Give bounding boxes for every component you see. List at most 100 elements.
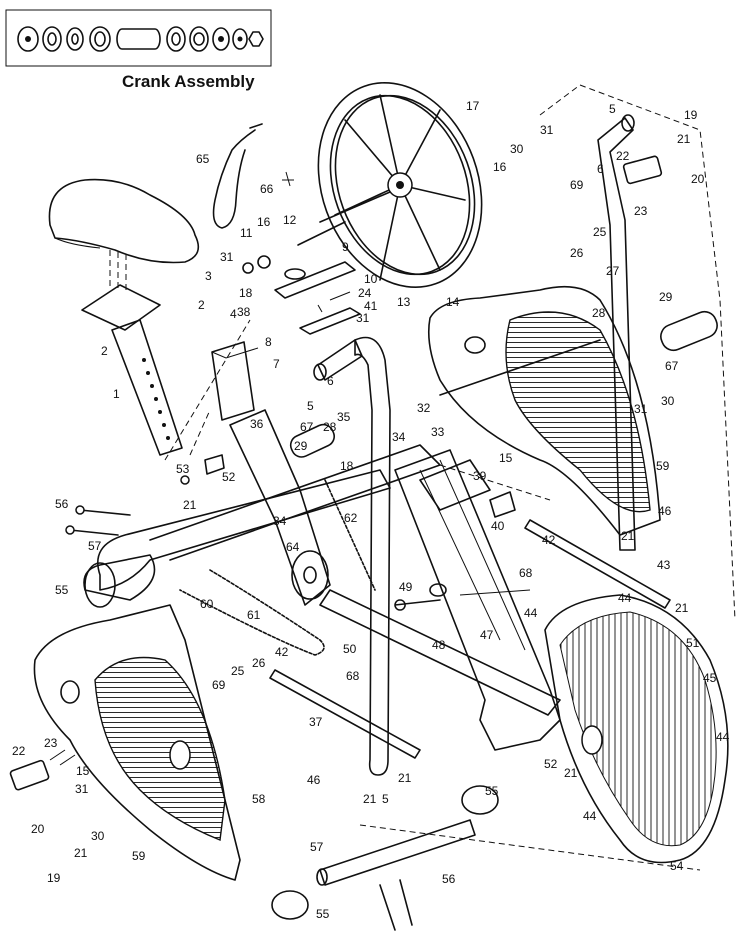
part-callout-6: 6 <box>597 162 604 176</box>
part-callout-39: 39 <box>473 469 487 483</box>
part-callout-67: 67 <box>300 420 314 434</box>
part-callout-8: 8 <box>265 335 272 349</box>
part-callout-26: 26 <box>252 656 266 670</box>
part-callout-53: 53 <box>176 462 190 476</box>
part-callout-42: 42 <box>275 645 289 659</box>
part-callout-5: 5 <box>609 102 616 116</box>
part-callout-31: 31 <box>220 250 234 264</box>
right-handlebar <box>597 114 718 551</box>
part-callout-3: 3 <box>205 269 212 283</box>
part-callout-15: 15 <box>76 764 90 778</box>
part-callout-32: 32 <box>417 401 431 415</box>
part-callout-44: 44 <box>583 809 597 823</box>
part-callout-19: 19 <box>684 108 698 122</box>
part-callout-2: 2 <box>101 344 108 358</box>
part-callout-46: 46 <box>658 504 672 518</box>
part-callout-59: 59 <box>656 459 670 473</box>
assembly-guides <box>359 84 736 871</box>
part-callout-36: 36 <box>250 417 264 431</box>
part-callout-44: 44 <box>618 591 632 605</box>
right-shroud <box>427 285 661 536</box>
part-callout-52: 52 <box>222 470 236 484</box>
part-callout-34: 34 <box>392 430 406 444</box>
part-callout-28: 28 <box>592 306 606 320</box>
part-callout-31: 31 <box>634 402 648 416</box>
part-callout-13: 13 <box>397 295 411 309</box>
part-callout-26: 26 <box>570 246 584 260</box>
stabilizer-link <box>269 669 421 759</box>
part-callout-50: 50 <box>343 642 357 656</box>
part-callout-22: 22 <box>616 149 630 163</box>
part-callout-28: 28 <box>323 420 337 434</box>
part-callout-21: 21 <box>675 601 689 615</box>
part-callout-21: 21 <box>398 771 412 785</box>
front-axle <box>271 785 499 931</box>
part-callout-22: 22 <box>12 744 26 758</box>
front-fan-housing <box>544 594 729 864</box>
part-callout-43: 43 <box>657 558 671 572</box>
part-callout-16: 16 <box>493 160 507 174</box>
left-shroud <box>33 604 241 881</box>
part-callout-25: 25 <box>593 225 607 239</box>
part-callout-17: 17 <box>466 99 480 113</box>
part-callout-29: 29 <box>294 439 308 453</box>
part-callout-69: 69 <box>570 178 584 192</box>
part-callout-18: 18 <box>239 286 253 300</box>
part-callout-56: 56 <box>442 872 456 886</box>
part-callout-55: 55 <box>55 583 69 597</box>
part-callout-44: 44 <box>524 606 538 620</box>
part-callout-55: 55 <box>485 784 499 798</box>
part-callout-20: 20 <box>691 172 705 186</box>
rear-bolts <box>65 505 131 536</box>
part-callout-56: 56 <box>55 497 69 511</box>
left-handlebar <box>289 336 391 776</box>
part-callout-67: 67 <box>665 359 679 373</box>
part-callout-12: 12 <box>283 213 297 227</box>
part-callout-1: 1 <box>113 387 120 401</box>
part-callout-57: 57 <box>88 539 102 553</box>
flywheel <box>317 81 483 289</box>
part-callout-59: 59 <box>132 849 146 863</box>
part-callout-25: 25 <box>231 664 245 678</box>
seat <box>48 178 200 292</box>
part-callout-21: 21 <box>183 498 197 512</box>
part-callout-21: 21 <box>677 132 691 146</box>
part-callout-20: 20 <box>31 822 45 836</box>
part-callout-64: 64 <box>286 540 300 554</box>
part-callout-65: 65 <box>196 152 210 166</box>
part-callout-42: 42 <box>542 533 556 547</box>
part-callout-68: 68 <box>346 669 360 683</box>
part-callout-29: 29 <box>659 290 673 304</box>
part-callout-2: 2 <box>198 298 205 312</box>
part-callout-57: 57 <box>310 840 324 854</box>
part-callout-62: 62 <box>344 511 358 525</box>
front-fork <box>394 449 671 751</box>
seat-sleeve <box>211 341 259 421</box>
part-callout-6: 6 <box>327 374 334 388</box>
part-callout-23: 23 <box>44 736 58 750</box>
part-callout-19: 19 <box>47 871 61 885</box>
part-callout-51: 51 <box>686 636 700 650</box>
part-callout-55: 55 <box>316 907 330 921</box>
part-callout-10: 10 <box>364 272 378 286</box>
part-callout-31: 31 <box>356 311 370 325</box>
part-callout-30: 30 <box>91 829 105 843</box>
part-callout-18: 18 <box>340 459 354 473</box>
part-callout-24: 24 <box>358 286 372 300</box>
part-callout-11: 11 <box>240 226 253 240</box>
part-callout-7: 7 <box>273 357 280 371</box>
part-callout-38: 38 <box>237 305 251 319</box>
part-callout-49: 49 <box>399 580 413 594</box>
part-callout-35: 35 <box>337 410 351 424</box>
part-callout-27: 27 <box>606 264 620 278</box>
part-callout-44: 44 <box>716 730 730 744</box>
part-callout-14: 14 <box>446 295 460 309</box>
part-callout-68: 68 <box>519 566 533 580</box>
part-callout-34: 34 <box>273 514 287 528</box>
part-callout-16: 16 <box>257 215 271 229</box>
part-callout-23: 23 <box>634 204 648 218</box>
part-callout-21: 21 <box>363 792 377 806</box>
part-callout-21: 21 <box>621 529 635 543</box>
